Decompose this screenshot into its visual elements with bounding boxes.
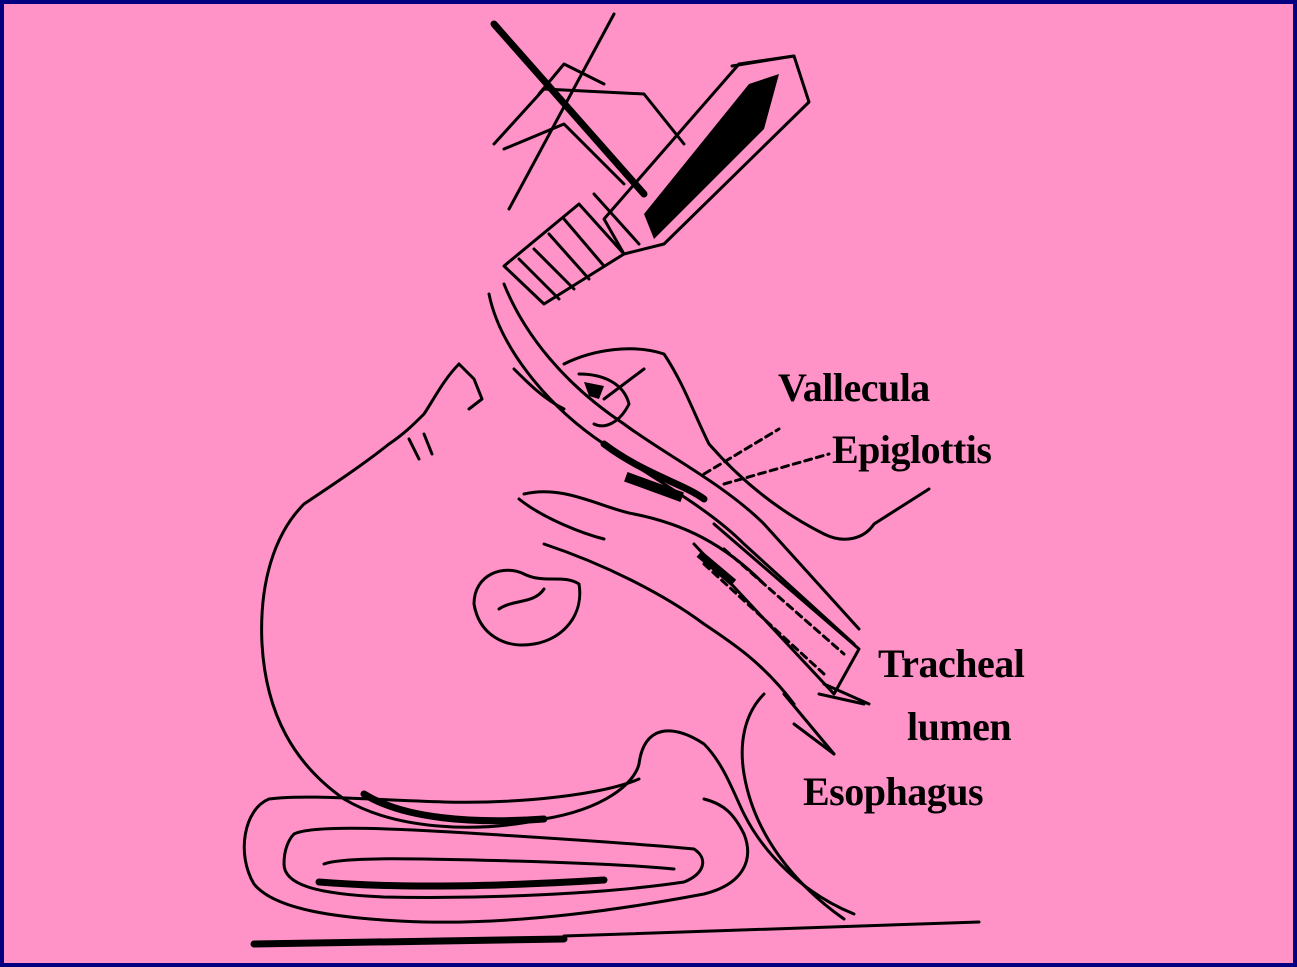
label-tracheal: Tracheal [878, 644, 1024, 684]
label-lumen: lumen [907, 707, 1011, 747]
label-esophagus: Esophagus [803, 772, 983, 812]
label-vallecula: Vallecula [778, 368, 930, 408]
label-leader-lines [704, 429, 869, 754]
laryngoscope [504, 56, 809, 304]
diagram-canvas: Vallecula Epiglottis Tracheal lumen Esop… [4, 4, 1293, 963]
endotracheal-tube [489, 284, 859, 694]
tube-grip-strokes [494, 14, 684, 209]
intubation-illustration [4, 4, 1293, 963]
label-epiglottis: Epiglottis [832, 430, 991, 470]
